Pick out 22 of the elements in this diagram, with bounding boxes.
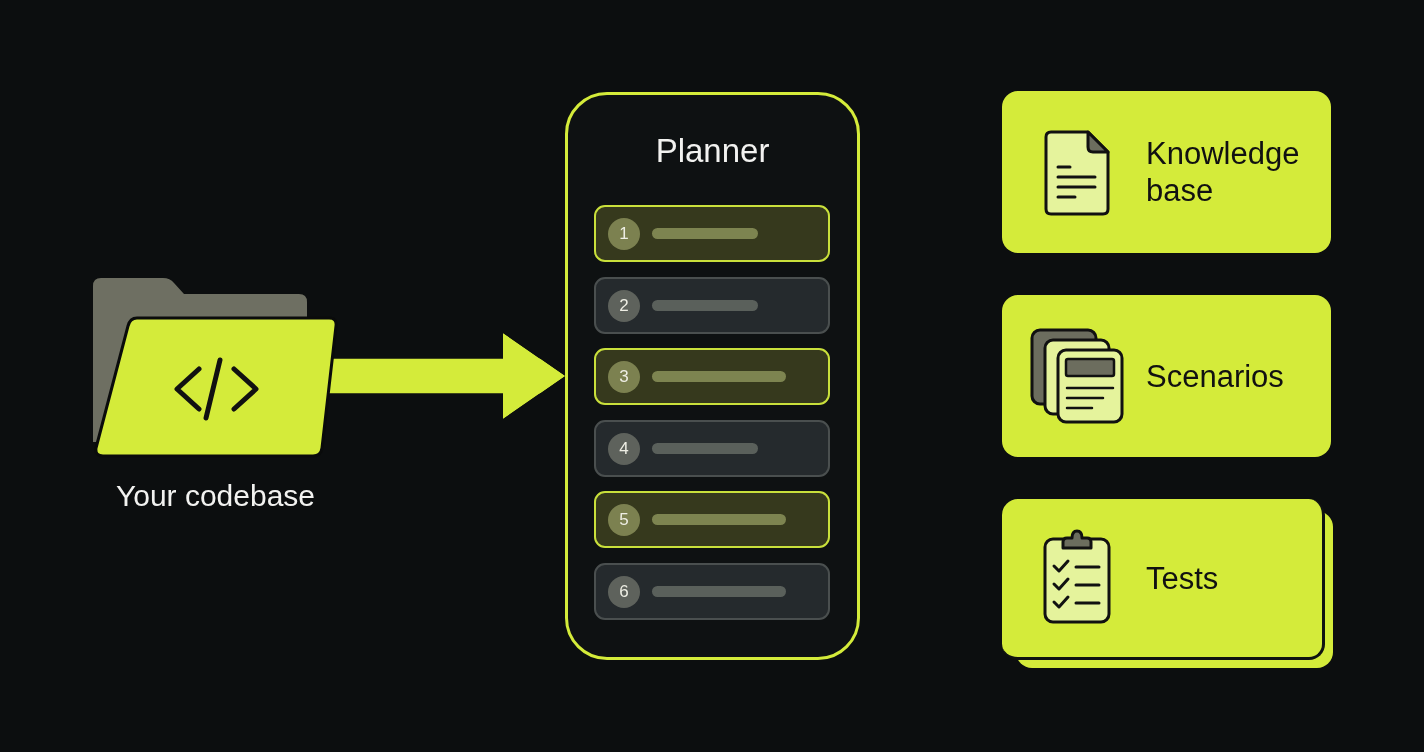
planner-panel <box>565 92 860 660</box>
step-row <box>594 420 830 477</box>
card-title: Tests <box>1146 559 1219 597</box>
card <box>1002 91 1331 253</box>
step-number: 4 <box>608 433 640 465</box>
step-row <box>594 563 830 620</box>
step-number: 6 <box>608 576 640 608</box>
panel-title: Planner <box>655 131 770 171</box>
folder-label: Your codebase <box>115 478 316 514</box>
step-row <box>594 205 830 262</box>
step-row <box>594 491 830 548</box>
step-number: 3 <box>608 361 640 393</box>
card <box>1002 295 1331 457</box>
step-row <box>594 348 830 405</box>
card-title: Knowledge base <box>1146 135 1301 209</box>
step-number: 1 <box>608 218 640 250</box>
card <box>1002 499 1325 660</box>
step-row <box>594 277 830 334</box>
card-title: Scenarios <box>1146 357 1284 395</box>
step-number: 2 <box>608 290 640 322</box>
step-number: 5 <box>608 504 640 536</box>
arrow <box>328 333 565 419</box>
